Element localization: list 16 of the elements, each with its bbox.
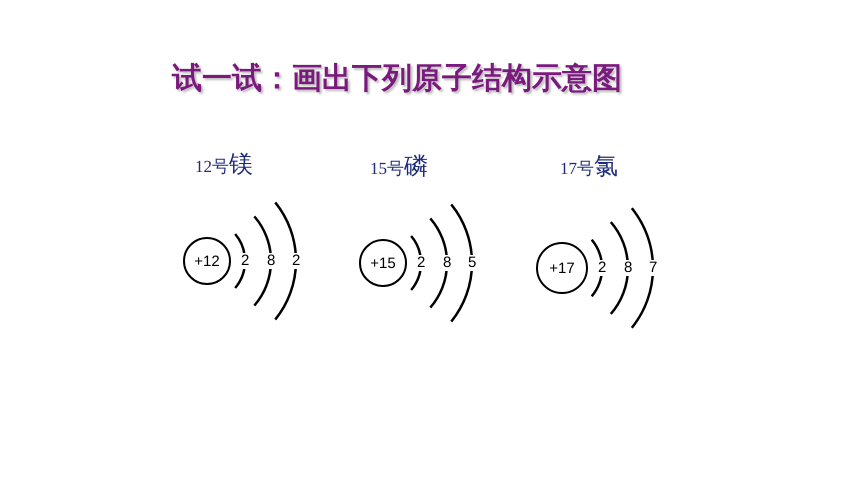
electron-count: 8 xyxy=(442,255,452,271)
electron-count: 7 xyxy=(648,260,658,276)
electron-count: 2 xyxy=(240,253,250,269)
nucleus-circle: +12 xyxy=(183,237,231,285)
element-label: 12号镁 xyxy=(195,151,253,180)
element-label: 17号氯 xyxy=(560,153,618,182)
electron-count: 2 xyxy=(416,255,426,271)
electron-count: 8 xyxy=(623,260,634,276)
electron-count: 2 xyxy=(291,253,302,269)
element-label: 15号磷 xyxy=(370,153,428,182)
electron-count: 5 xyxy=(467,255,478,271)
electron-count: 2 xyxy=(597,260,608,276)
slide-title: 试一试：画出下列原子结构示意图 xyxy=(170,60,623,98)
electron-count: 8 xyxy=(266,253,276,269)
nucleus-circle: +17 xyxy=(536,242,588,294)
nucleus-circle: +15 xyxy=(359,239,407,287)
